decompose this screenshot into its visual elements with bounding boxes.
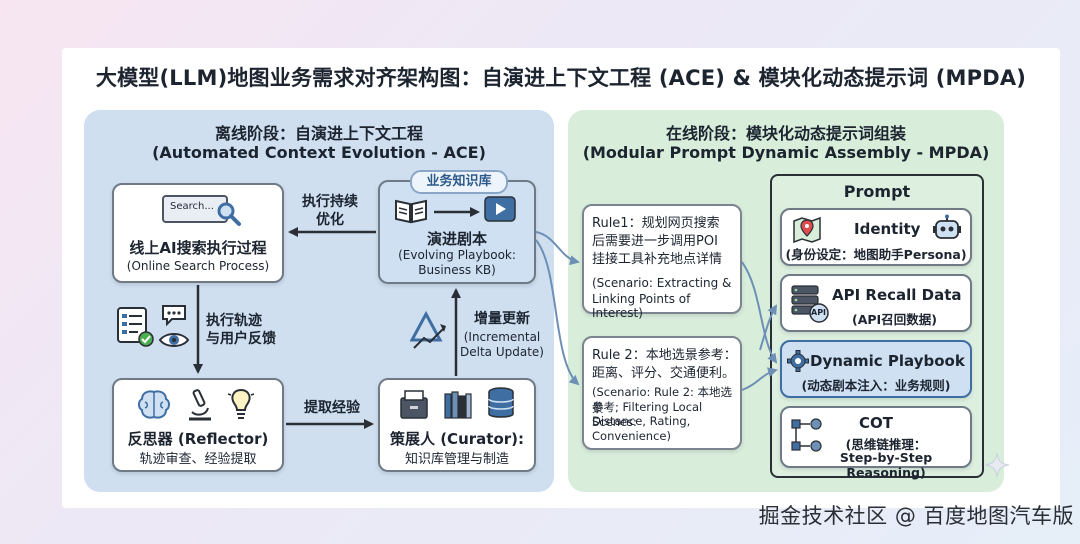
evolving-playbook-card: 演进剧本 (Evolving Playbook: Business KB) bbox=[378, 180, 536, 284]
extract-label: 提取经验 bbox=[304, 400, 360, 416]
brain-icon bbox=[138, 390, 170, 419]
books-icon bbox=[444, 391, 472, 419]
incremental-label-en-2: Delta Update) bbox=[460, 345, 544, 359]
dynamic-playbook-subtitle: (动态剧本注入：业务规则) bbox=[801, 378, 951, 393]
file-drawer-icon bbox=[400, 390, 428, 419]
identity-title: Identity bbox=[854, 220, 921, 238]
reflector-title: 反思器 (Reflector) bbox=[127, 430, 269, 448]
rule2-line2: 距离、评分、交通便利。 bbox=[592, 366, 736, 381]
trace-label-1: 执行轨迹 bbox=[206, 313, 262, 329]
checklist-icon bbox=[117, 307, 154, 347]
rule1-card: Rule1：规划网页搜索 后需要进一步调用POI 挂接工具补充地点详情 (Sce… bbox=[582, 204, 742, 320]
dynamic-playbook-card: Dynamic Playbook (动态剧本注入：业务规则) bbox=[780, 340, 972, 398]
flow-steps-icon bbox=[791, 418, 822, 452]
api-recall-card: API API Recall Data (API召回数据) bbox=[780, 274, 972, 332]
prompt-title: Prompt bbox=[843, 182, 911, 201]
incremental-label-zh: 增量更新 bbox=[474, 311, 530, 327]
lightbulb-icon bbox=[227, 388, 255, 419]
robot-icon bbox=[933, 214, 961, 239]
curator-subtitle: 知识库管理与制造 bbox=[404, 452, 509, 467]
online-panel-title-en: (Modular Prompt Dynamic Assembly - MPDA) bbox=[582, 143, 990, 162]
arrow-right-icon bbox=[434, 207, 480, 217]
search-box-text: Search... bbox=[170, 201, 214, 212]
rule1-line2: 后需要进一步调用POI bbox=[592, 234, 718, 249]
rule1-line3: 挂接工具补充地点详情 bbox=[592, 252, 723, 267]
playbook-title-en-1: (Evolving Playbook: bbox=[398, 248, 516, 262]
rule2-scenario-4: Convenience) bbox=[592, 429, 671, 443]
cot-card: COT (思维链推理： Step-by-Step Reasoning) bbox=[780, 406, 972, 480]
reflector-subtitle: 轨迹审查、经验提取 bbox=[139, 452, 257, 467]
optimize-label-2: 优化 bbox=[316, 212, 344, 228]
optimize-label-1: 执行持续 bbox=[302, 194, 358, 210]
search-process-title-zh: 线上AI搜索执行过程 bbox=[129, 239, 267, 257]
curator-title: 策展人 (Curator): bbox=[389, 430, 524, 448]
sparkle-icon bbox=[984, 452, 1010, 478]
book-icon bbox=[395, 199, 427, 224]
cot-subtitle-2: Step-by-Step Reasoning) bbox=[839, 450, 933, 480]
playbook-title-en-2: Business KB) bbox=[418, 263, 496, 277]
rule2-card: Rule 2：本地选景参考： 距离、评分、交通便利。 (Scenario: Ru… bbox=[582, 336, 742, 450]
delta-trend-icon bbox=[410, 310, 446, 349]
rule2-scenario-3: Distance, Rating, bbox=[592, 414, 691, 428]
online-search-process-card: Search... 线上AI搜索执行过程 (Online Search Proc… bbox=[112, 183, 284, 283]
rule1-line1: Rule1：规划网页搜索 bbox=[592, 216, 720, 231]
offline-panel-title-zh: 离线阶段：自演进上下文工程 bbox=[214, 124, 423, 143]
api-icon-text: API bbox=[811, 308, 827, 317]
cot-title: COT bbox=[859, 414, 893, 432]
rule1-scenario-1: (Scenario: Extracting & bbox=[592, 276, 732, 290]
incremental-label-en-1: (Incremental bbox=[463, 330, 541, 344]
dynamic-playbook-title: Dynamic Playbook bbox=[810, 352, 965, 370]
watermark: 掘金技术社区 @ 百度地图汽车版 bbox=[758, 504, 1074, 528]
trace-label-2: 与用户反馈 bbox=[206, 331, 276, 347]
server-api-icon bbox=[791, 285, 829, 323]
business-kb-badge: 业务知识库 bbox=[410, 170, 508, 194]
diagram-title: 大模型(LLM)地图业务需求对齐架构图：自演进上下文工程 (ACE) & 模块化… bbox=[95, 66, 1027, 90]
microscope-icon bbox=[189, 389, 211, 421]
rule2-scenario-1: (Scenario: Rule 2: 本地选景 bbox=[592, 385, 733, 415]
rule1-scenario-2: Linking Points of Interest) bbox=[592, 292, 691, 320]
playbook-title-zh: 演进剧本 bbox=[426, 230, 487, 248]
api-recall-subtitle: (API召回数据) bbox=[852, 312, 937, 327]
rule2-scenario-2: 参考; Filtering Local Scenes: bbox=[592, 400, 703, 429]
database-icon bbox=[488, 387, 514, 418]
online-panel-title-zh: 在线阶段：模块化动态提示词组装 bbox=[665, 124, 906, 143]
search-process-title-en: (Online Search Process) bbox=[126, 259, 270, 273]
offline-panel-title-en: (Automated Context Evolution - ACE) bbox=[152, 143, 486, 162]
map-pin-icon bbox=[793, 216, 821, 243]
rule2-line1: Rule 2：本地选景参考： bbox=[592, 348, 737, 363]
curator-card: 策展人 (Curator): 知识库管理与制造 bbox=[378, 378, 536, 472]
video-play-icon bbox=[484, 196, 516, 222]
cot-subtitle-1: (思维链推理： bbox=[845, 437, 927, 452]
chat-bubble-icon bbox=[162, 305, 186, 326]
gear-icon bbox=[787, 350, 809, 372]
identity-card: Identity (身份设定：地图助手Persona) bbox=[780, 208, 972, 266]
eye-icon bbox=[158, 333, 190, 347]
api-recall-title: API Recall Data bbox=[832, 286, 962, 304]
magnifier-icon bbox=[217, 202, 241, 226]
identity-subtitle: (身份设定：地图助手Persona) bbox=[785, 247, 967, 262]
reflector-card: 反思器 (Reflector) 轨迹审查、经验提取 bbox=[112, 378, 284, 472]
